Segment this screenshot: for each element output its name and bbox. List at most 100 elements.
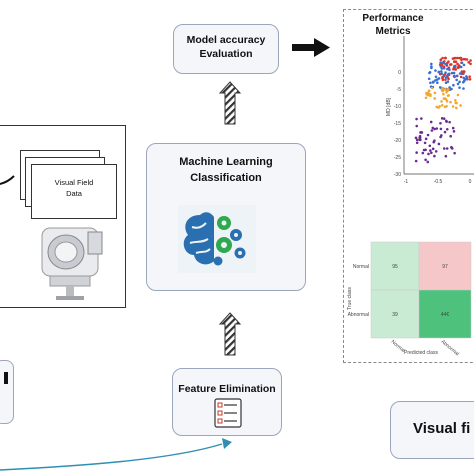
scatter-point	[424, 148, 427, 152]
scatter-point	[415, 151, 418, 154]
scatter-point	[454, 56, 458, 60]
scatter-point	[444, 76, 448, 79]
scatter-point	[430, 151, 433, 155]
scatter-ytick: -10	[394, 104, 401, 110]
scatter-xtick: -0.5	[434, 179, 443, 185]
scatter-xtick: -1	[404, 179, 409, 185]
scatter-point	[454, 98, 457, 102]
scatter-point	[439, 121, 442, 125]
scatter-point	[445, 99, 449, 103]
scatter-point	[453, 74, 456, 78]
scatter-point	[440, 72, 444, 75]
scatter-point	[468, 77, 472, 81]
scatter-point	[458, 80, 461, 84]
scatter-point	[423, 141, 427, 145]
scatter-point	[437, 70, 441, 74]
arrow-right-icon	[292, 38, 330, 57]
scatter-point	[434, 75, 438, 79]
checklist-icon	[214, 398, 242, 428]
scatter-point	[429, 120, 433, 124]
scatter-point	[446, 67, 449, 71]
scatter-point	[418, 136, 421, 139]
scatter-point	[453, 151, 456, 155]
scatter-point	[435, 78, 439, 81]
cm-cell-fn	[370, 289, 420, 339]
scatter-point	[426, 133, 430, 137]
visual-field-card-subtitle: Data	[66, 189, 82, 198]
scatter-point	[414, 136, 418, 140]
scatter-point	[450, 145, 453, 149]
scatter-point	[446, 80, 450, 83]
connector-curve-bottom	[0, 438, 232, 471]
cm-xlabel: Predicted class	[404, 350, 438, 356]
scatter-point	[433, 91, 437, 95]
scatter-point	[452, 130, 456, 133]
scatter-point	[455, 101, 458, 105]
scatter-ylabel: MD [dB]	[386, 97, 392, 116]
scatter-point	[455, 78, 458, 82]
left-partial-box	[0, 360, 14, 424]
scatter-point	[462, 63, 466, 67]
scatter-point	[430, 62, 433, 66]
scatter-point	[456, 62, 459, 66]
scatter-point	[415, 138, 419, 142]
scatter-point	[442, 66, 446, 70]
scatter-point	[442, 97, 446, 100]
scatter-point	[433, 154, 436, 158]
scatter-point	[463, 57, 467, 61]
scatter-point	[438, 86, 442, 89]
visual-field-card-title: Visual Field	[54, 178, 94, 187]
scatter-point	[426, 160, 430, 164]
scatter-point	[444, 71, 447, 74]
scatter-point	[449, 100, 452, 104]
scatter-point	[435, 105, 439, 109]
ml-classification-subtitle: Classification	[190, 172, 262, 184]
scatter-point	[446, 73, 450, 76]
perimeter-device-image	[41, 227, 103, 300]
scatter-point	[443, 105, 447, 109]
scatter-point	[465, 75, 468, 78]
scatter-point	[451, 57, 455, 60]
scatter-point	[427, 93, 431, 97]
scatter-point	[459, 65, 463, 69]
scatter-point	[448, 68, 451, 72]
scatter-point	[448, 120, 451, 124]
scatter-ytick: 0	[398, 70, 401, 76]
scatter-point	[427, 77, 431, 81]
scatter-point	[429, 81, 432, 85]
scatter-point	[462, 87, 465, 90]
scatter-point	[457, 65, 461, 69]
scatter-point	[433, 97, 437, 100]
scatter-point	[428, 144, 432, 148]
scatter-point	[446, 89, 449, 93]
scatter-point	[415, 124, 419, 128]
scatter-point	[451, 105, 455, 108]
scatter-point	[424, 158, 427, 162]
scatter-point	[467, 61, 470, 64]
scatter-point	[418, 138, 422, 142]
scatter-point	[447, 77, 450, 81]
scatter-ytick: -5	[397, 87, 402, 93]
scatter-xtick: 0	[469, 179, 472, 185]
performance-title: Performance	[362, 13, 424, 24]
scatter-point	[434, 69, 437, 72]
scatter-ytick: -25	[394, 155, 401, 161]
scatter-ytick: -30	[394, 172, 401, 178]
scatter-point	[428, 71, 431, 75]
scatter-point	[462, 72, 465, 75]
scatter-point	[427, 89, 431, 93]
scatter-point	[439, 127, 443, 131]
scatter-point	[465, 77, 468, 81]
cm-col-abnormal: Abnormal	[440, 339, 460, 357]
scatter-point	[456, 93, 460, 97]
scatter-point	[434, 150, 438, 153]
scatter-point	[458, 86, 461, 89]
scatter-point	[469, 59, 472, 62]
cm-ylabel: True class	[347, 287, 353, 310]
ml-classification-title: Machine Learning	[179, 156, 273, 168]
scatter-point	[439, 61, 443, 65]
scatter-point	[430, 129, 434, 132]
scatter-point	[461, 80, 465, 84]
cm-value-fp: 97	[442, 264, 448, 270]
